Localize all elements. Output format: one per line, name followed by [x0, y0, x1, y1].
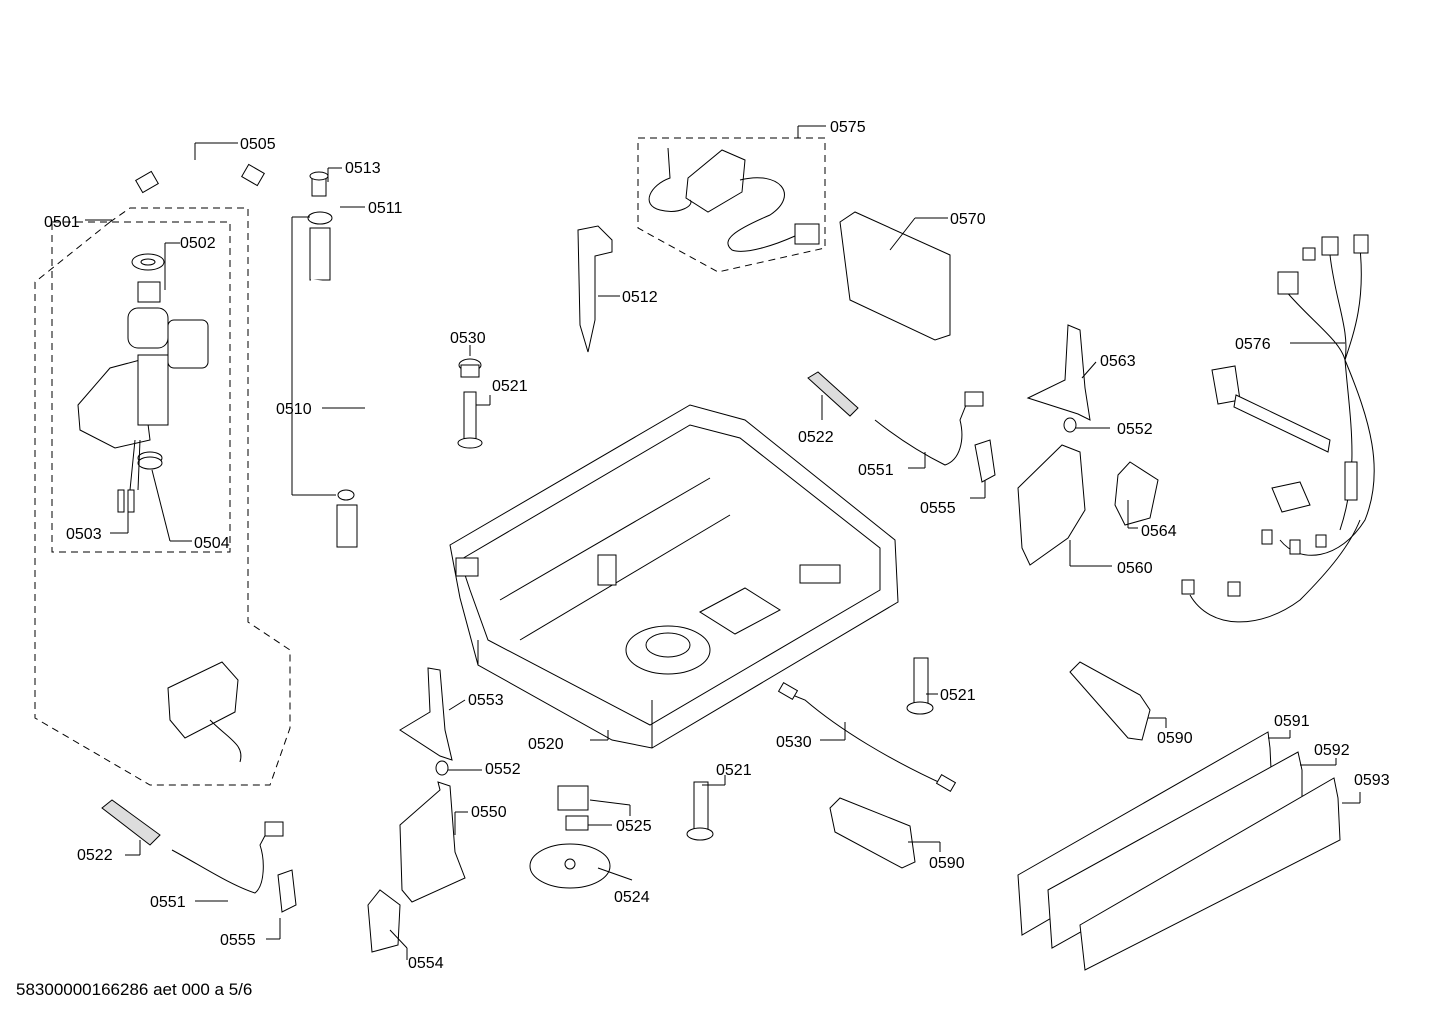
part-0521-bottom: [686, 781, 714, 841]
label-0592: 0592: [1314, 742, 1350, 759]
group-outline-0502: [51, 221, 231, 553]
part-0521-mid: [906, 657, 934, 715]
part-0550: [399, 781, 466, 903]
part-0575: [648, 147, 820, 252]
base-tub: [449, 404, 899, 749]
label-0521-top: 0521: [492, 378, 528, 395]
label-0590-bottom: 0590: [929, 855, 965, 872]
label-0550: 0550: [471, 804, 507, 821]
label-0570: 0570: [950, 211, 986, 228]
group-outline-0575: [637, 137, 826, 273]
part-0576: [1181, 234, 1375, 623]
label-0521-mid: 0521: [940, 687, 976, 704]
label-0555-bottom: 0555: [220, 932, 256, 949]
label-0551-top: 0551: [858, 462, 894, 479]
label-0511: 0511: [368, 200, 403, 217]
label-0591: 0591: [1274, 713, 1310, 730]
part-0530-top: [458, 358, 482, 378]
part-0555-bottom: [277, 869, 297, 913]
label-0576: 0576: [1235, 336, 1271, 353]
part-0552-top: [1063, 417, 1077, 433]
label-0593: 0593: [1354, 772, 1390, 789]
label-0575: 0575: [830, 119, 866, 136]
group-outline-0501: [34, 207, 291, 786]
part-0551-bottom: [171, 829, 269, 894]
label-0502: 0502: [180, 235, 216, 252]
label-0520: 0520: [528, 736, 564, 753]
label-0522-top: 0522: [798, 429, 834, 446]
drain-hose-0501: [121, 554, 242, 763]
label-0560: 0560: [1117, 560, 1153, 577]
part-0555-top: [974, 439, 996, 483]
part-0525: [557, 785, 589, 811]
part-0564: [1114, 461, 1159, 526]
part-0512: [577, 225, 613, 353]
label-0501: 0501: [44, 214, 80, 231]
label-0554: 0554: [408, 955, 444, 972]
label-0530-top: 0530: [450, 330, 486, 347]
label-0510: 0510: [276, 401, 312, 418]
label-0513: 0513: [345, 160, 381, 177]
leader-lines: [85, 125, 1361, 960]
label-0504: 0504: [194, 535, 230, 552]
part-0553: [399, 667, 453, 761]
part-0552-bottom: [435, 760, 449, 776]
part-0554: [367, 889, 401, 953]
part-0551-top: [874, 399, 969, 466]
label-0552-bottom: 0552: [485, 761, 521, 778]
label-0552-top: 0552: [1117, 421, 1153, 438]
part-0590-top: [1069, 661, 1151, 741]
document-reference: 58300000166286 aet 000 a 5/6: [16, 980, 253, 999]
part-0560: [1017, 444, 1086, 566]
part-0592: [1047, 751, 1303, 949]
part-0570: [839, 211, 951, 341]
label-0521-bottom: 0521: [716, 762, 752, 779]
hose-0510: [307, 171, 452, 591]
label-0524: 0524: [614, 889, 650, 906]
part-0522-bottom: [101, 799, 161, 846]
label-0512: 0512: [622, 289, 658, 306]
part-0593: [1079, 777, 1341, 971]
label-0564: 0564: [1141, 523, 1177, 540]
label-0555-top: 0555: [920, 500, 956, 517]
part-0590-bottom: [829, 797, 916, 869]
label-0525: 0525: [616, 818, 652, 835]
part-0521-top: [457, 391, 483, 449]
label-0590-top: 0590: [1157, 730, 1193, 747]
label-0563: 0563: [1100, 353, 1136, 370]
label-0530-bottom: 0530: [776, 734, 812, 751]
valve-assembly: [77, 253, 209, 513]
label-0503: 0503: [66, 526, 102, 543]
part-0522-top: [807, 371, 859, 417]
part-0524: [529, 843, 611, 889]
label-0522-bottom: 0522: [77, 847, 113, 864]
label-0553: 0553: [468, 692, 504, 709]
part-0563: [1026, 324, 1091, 421]
hose-0505: [135, 156, 265, 194]
part-0530-cable: [779, 689, 946, 786]
label-0505: 0505: [240, 136, 276, 153]
label-0551-bottom: 0551: [150, 894, 186, 911]
